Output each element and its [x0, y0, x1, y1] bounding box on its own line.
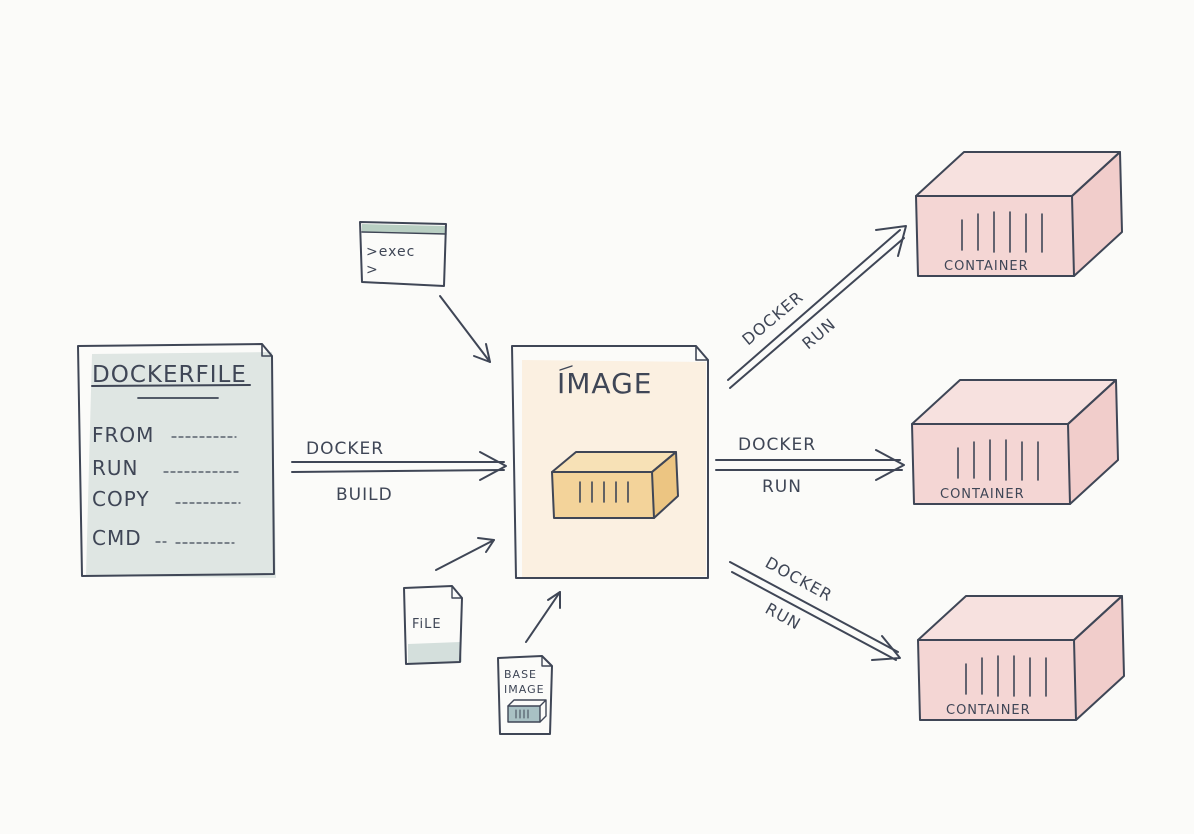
docker-run-bottom-label-top: DOCKER: [762, 553, 836, 605]
terminal-window: >exec >: [359, 221, 447, 287]
base-image-to-image-arrow: [525, 591, 561, 643]
terminal-line-1: >exec: [366, 244, 415, 260]
docker-run-top-label-bottom: RUN: [798, 314, 839, 353]
container-bottom: CONTAINER: [917, 595, 1125, 721]
base-image-line-1: BASE: [504, 668, 537, 681]
container-bottom-label: CONTAINER: [946, 703, 1031, 718]
container-middle: CONTAINER: [911, 379, 1119, 505]
dockerfile-document: DOCKERFILE FROM RUN COPY CMD: [77, 343, 276, 578]
container-middle-label: CONTAINER: [940, 487, 1025, 502]
base-image-document: BASE IMAGE: [497, 655, 553, 735]
file-label: FiLE: [412, 617, 442, 632]
terminal-line-2: >: [366, 262, 379, 278]
docker-run-bottom-label-bottom: RUN: [762, 599, 804, 634]
dockerfile-instruction-run: RUN: [92, 456, 139, 480]
file-to-image-arrow: [435, 537, 495, 571]
docker-build-label-bottom: BUILD: [336, 485, 393, 505]
docker-run-arrow-top: DOCKER RUN: [727, 225, 907, 389]
docker-run-middle-label-bottom: RUN: [762, 477, 802, 497]
dockerfile-instruction-from: FROM: [92, 423, 154, 447]
docker-run-arrow-middle: DOCKER RUN: [715, 435, 905, 497]
container-top-label: CONTAINER: [944, 259, 1029, 274]
docker-run-arrow-bottom: DOCKER RUN: [729, 553, 901, 661]
image-document: IMAGE: [511, 345, 709, 579]
image-shipping-box: [551, 451, 679, 519]
base-image-line-2: IMAGE: [504, 683, 545, 696]
container-top: CONTAINER: [915, 151, 1123, 277]
docker-build-arrow: DOCKER BUILD: [291, 439, 507, 505]
dockerfile-title: DOCKERFILE: [92, 362, 247, 388]
docker-run-middle-label-top: DOCKER: [738, 435, 816, 455]
base-image-mini-box: [507, 699, 547, 723]
image-title: IMAGE: [557, 367, 652, 400]
dockerfile-instruction-cmd: CMD: [92, 526, 142, 550]
docker-build-label-top: DOCKER: [306, 439, 384, 459]
dockerfile-instruction-copy: COPY: [92, 487, 150, 511]
terminal-to-image-arrow: [439, 295, 491, 363]
file-document: FiLE: [403, 585, 463, 665]
